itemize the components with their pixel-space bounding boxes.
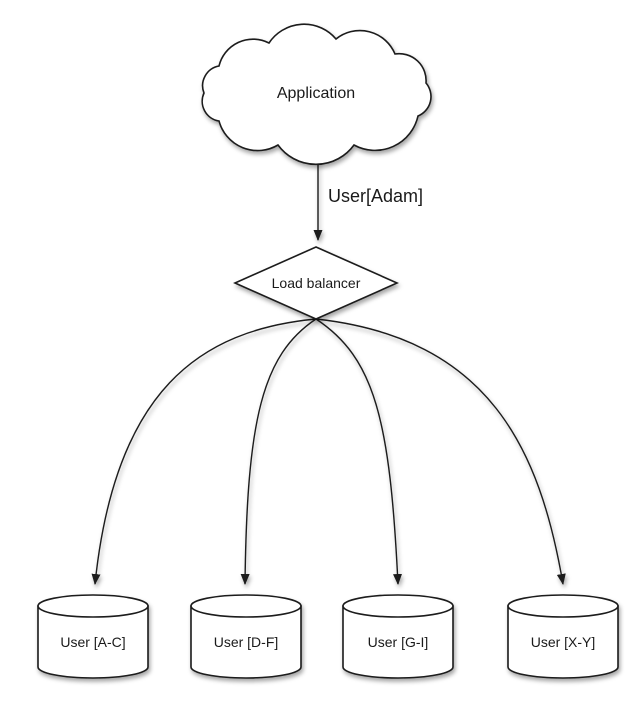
db-cylinder-2: User [D-F] <box>190 594 302 679</box>
edge-lb-to-db4-arrow <box>315 318 566 585</box>
edge-lb-to-db2-arrow <box>240 318 317 585</box>
db-cylinder-4: User [X-Y] <box>507 594 619 679</box>
load-balancer-diamond-shape <box>233 246 399 320</box>
application-cloud-shape <box>201 23 432 166</box>
db-cylinder-2-label: User [D-F] <box>214 634 279 650</box>
edge-user-adam-label: User[Adam] <box>328 186 423 206</box>
edge-lb-to-db1-arrow <box>91 318 317 585</box>
db-cylinder-3-label: User [G-I] <box>368 634 429 650</box>
db-cylinder-3: User [G-I] <box>342 594 454 679</box>
application-label: Application <box>277 85 355 102</box>
db-cylinder-1: User [A-C] <box>37 594 149 679</box>
db-cylinder-1-label: User [A-C] <box>60 634 125 650</box>
load-balancer-label: Load balancer <box>272 275 361 291</box>
edges-layer <box>91 150 566 585</box>
edge-lb-to-db3-arrow <box>315 318 403 585</box>
db-cylinder-4-label: User [X-Y] <box>531 634 596 650</box>
